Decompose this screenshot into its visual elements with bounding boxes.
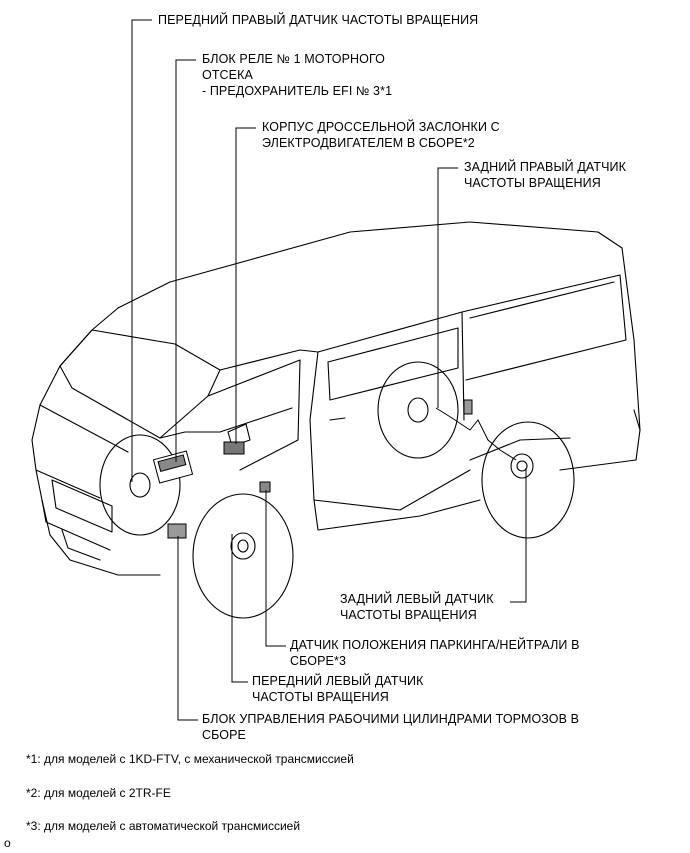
callout-relay-block-line3: - ПРЕДОХРАНИТЕЛЬ EFI № 3*1: [202, 84, 393, 98]
wheels: [99, 361, 575, 619]
footnote-1: *1: для моделей с 1KD-FTV, с механическо…: [26, 752, 354, 766]
callout-front-left-sensor-line2: ЧАСТОТЫ ВРАЩЕНИЯ: [252, 690, 389, 704]
throttle-body-icon: [223, 441, 245, 455]
callout-throttle-body-line2: ЭЛЕКТРОДВИГАТЕЛЕМ В СБОРЕ*2: [262, 136, 475, 150]
callout-brake-actuator-line1: БЛОК УПРАВЛЕНИЯ РАБОЧИМИ ЦИЛИНДРАМИ ТОРМ…: [202, 712, 580, 726]
rear-right-wheel: [377, 361, 459, 459]
callout-brake-actuator-line2: СБОРЕ: [202, 728, 246, 742]
callout-rear-right-sensor-line2: ЧАСТОТЫ ВРАЩЕНИЯ: [464, 176, 601, 190]
callout-throttle-body-line1: КОРПУС ДРОССЕЛЬНОЙ ЗАСЛОНКИ С: [262, 120, 500, 134]
footnote-2: *2: для моделей с 2TR-FE: [26, 786, 171, 800]
front-left-wheel: [192, 493, 294, 619]
callout-rear-left-sensor-line1: ЗАДНИЙ ЛЕВЫЙ ДАТЧИК: [340, 592, 494, 606]
callout-park-neutral-line2: СБОРЕ*3: [290, 654, 347, 668]
components: [152, 399, 517, 539]
callout-front-left-sensor-line1: ПЕРЕДНИЙ ЛЕВЫЙ ДАТЧИК: [252, 674, 424, 688]
callout-front-right-sensor: ПЕРЕДНИЙ ПРАВЫЙ ДАТЧИК ЧАСТОТЫ ВРАЩЕНИЯ: [158, 13, 479, 27]
van-body: [31, 221, 641, 576]
park-neutral-switch-icon: [259, 481, 271, 493]
callout-relay-block-line1: БЛОК РЕЛЕ № 1 МОТОРНОГО: [202, 52, 385, 66]
brake-actuator-icon: [167, 523, 187, 539]
abs-wire-harness: [435, 407, 517, 461]
leader-lines: [131, 19, 527, 721]
rear-left-wheel: [481, 421, 575, 539]
callout-park-neutral-line1: ДАТЧИК ПОЛОЖЕНИЯ ПАРКИНГА/НЕЙТРАЛИ В: [290, 638, 580, 652]
callout-rear-left-sensor-line2: ЧАСТОТЫ ВРАЩЕНИЯ: [340, 608, 477, 622]
callout-rear-right-sensor-line1: ЗАДНИЙ ПРАВЫЙ ДАТЧИК: [464, 160, 626, 174]
callout-relay-block-line2: ОТСЕКА: [202, 68, 253, 82]
front-right-wheel: [99, 434, 181, 536]
corner-mark: o: [4, 836, 11, 850]
footnote-3: *3: для моделей с автоматической трансми…: [26, 819, 301, 833]
